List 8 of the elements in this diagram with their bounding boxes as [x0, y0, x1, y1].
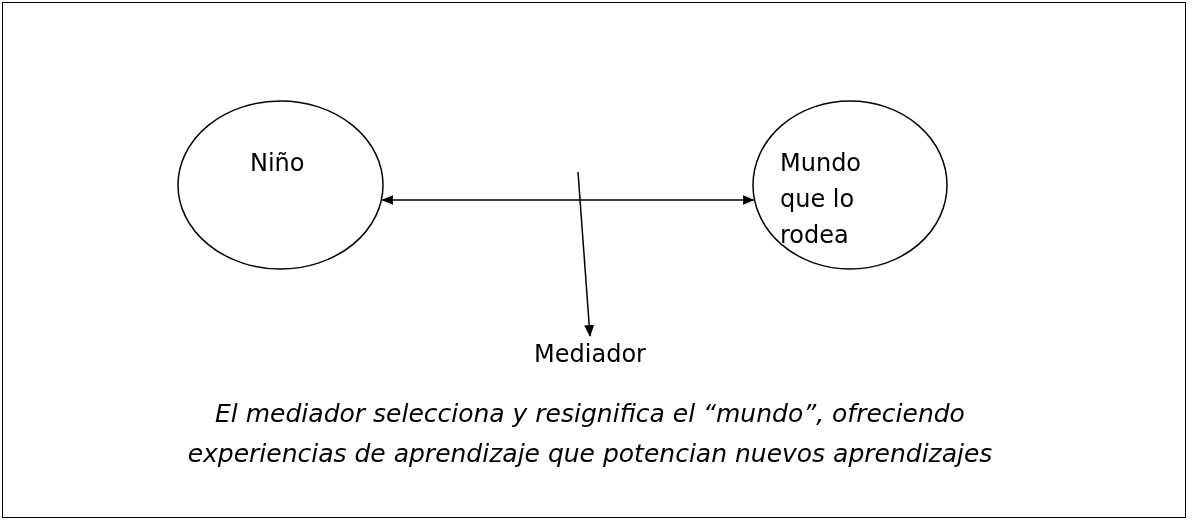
ellipse-node [177, 100, 384, 270]
caption: El mediador selecciona y resignifica el “mundo”, ofreciendo experiencias de aprendizaje que potencian nuevos aprendizajes [186, 398, 994, 470]
node-label: Niño [250, 148, 306, 179]
arrow [577, 171, 595, 337]
node-label: Mediador [533, 339, 647, 370]
ellipse-node [752, 100, 948, 270]
node-label: Mundo que lo rodea [780, 148, 863, 251]
arrow [381, 195, 755, 205]
